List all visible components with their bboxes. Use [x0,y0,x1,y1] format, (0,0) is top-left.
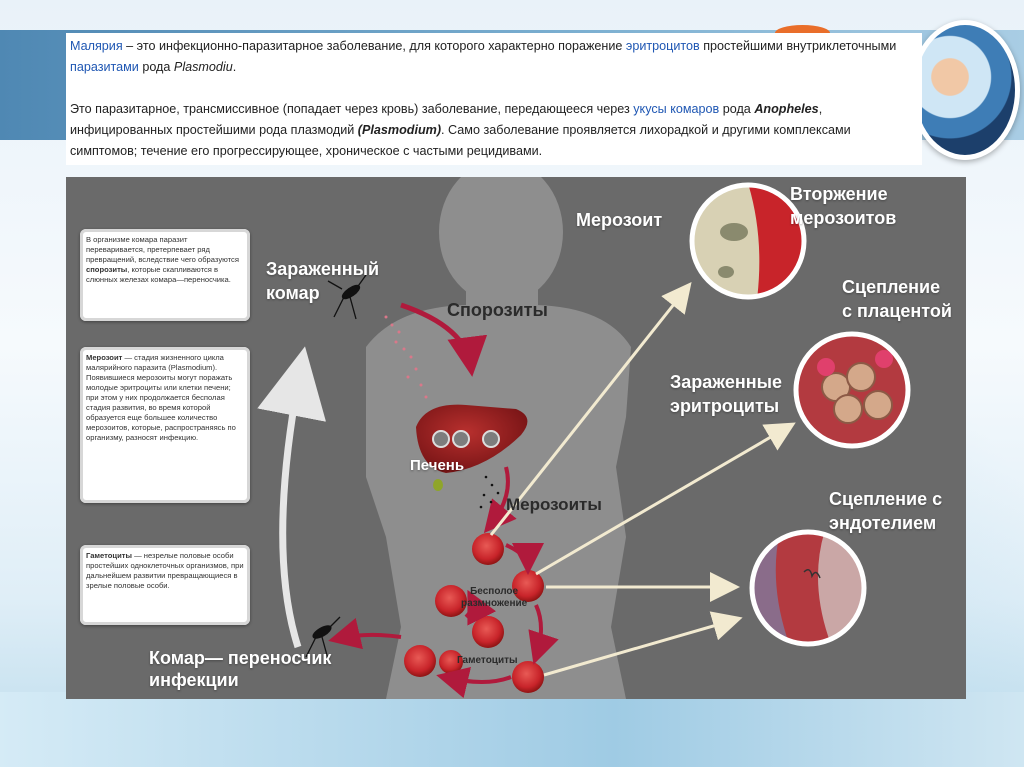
text: мерозоитов [790,206,896,230]
mosquito-bites-link[interactable]: укусы комаров [633,102,719,116]
text: – это инфекционно-паразитарное заболеван… [123,39,626,53]
text: простейшими внутриклеточными [700,39,897,53]
label-infected-erythrocytes: Зараженные эритроциты [670,370,782,418]
note-gametocytes: Гаметоциты — незрелые половые особи прос… [80,545,250,625]
text: Мерозоит [86,353,122,362]
placenta-circle [786,327,916,457]
genus-name: Plasmodiu [174,60,233,74]
text: Зараженный [266,257,379,281]
parasites-link[interactable]: паразитами [70,60,139,74]
genus-name: Anopheles [754,102,818,116]
text: Гаметоциты [86,551,132,560]
text: Сцепление с [829,487,942,511]
text: рода [719,102,754,116]
text: Комар— переносчик [149,647,331,669]
intro-text-block: Малярия – это инфекционно-паразитарное з… [66,33,922,165]
intro-paragraph-1: Малярия – это инфекционно-паразитарное з… [70,36,916,78]
endothelium-circle [746,527,876,657]
text: с плацентой [842,299,952,323]
text: Вторжение [790,182,896,206]
erythrocytes-link[interactable]: эритроцитов [626,39,700,53]
corner-photo [910,20,1020,160]
malaria-link[interactable]: Малярия [70,39,123,53]
text: — стадия жизненного цикла малярийного па… [86,353,236,442]
note-merozoite: Мерозоит — стадия жизненного цикла маляр… [80,347,250,503]
text: . [233,60,237,74]
label-mosquito-vector: Комар— переносчик инфекции [149,647,331,691]
label-gametocytes: Гаметоциты [457,655,518,666]
return-cycle-arrow [283,367,301,647]
label-asexual-reproduction: Бесполое размножение [461,586,527,610]
text: размножение [461,598,527,610]
text: комар [266,281,379,305]
text: Это паразитарное, трансмиссивное (попада… [70,102,633,116]
label-merozoite: Мерозоит [576,210,662,231]
label-merozoites: Мерозоиты [506,495,602,515]
label-endothelium-adhesion: Сцепление с эндотелием [829,487,942,535]
label-placenta-adhesion: Сцепление с плацентой [842,275,952,323]
text: инфекции [149,669,331,691]
label-sporozoites: Спорозиты [447,300,548,321]
text: спорозиты [86,265,127,274]
label-infected-mosquito: Зараженный комар [266,257,379,305]
text: Зараженные [670,370,782,394]
text: эритроциты [670,394,782,418]
text: Бесполое [461,586,527,598]
text: В организме комара паразит перевариваетс… [86,235,239,264]
text: Сцепление [842,275,952,299]
label-merozoite-invasion: Вторжение мерозоитов [790,182,896,230]
intro-paragraph-2: Это паразитарное, трансмиссивное (попада… [70,99,916,162]
malaria-lifecycle-diagram: В организме комара паразит перевариваетс… [66,177,966,699]
label-liver: Печень [410,457,464,474]
latin-name: (Plasmodium) [358,123,441,137]
background-bottom-band [0,692,1024,767]
note-mosquito-sporozoites: В организме комара паразит перевариваетс… [80,229,250,321]
text: рода [139,60,174,74]
text: эндотелием [829,511,942,535]
